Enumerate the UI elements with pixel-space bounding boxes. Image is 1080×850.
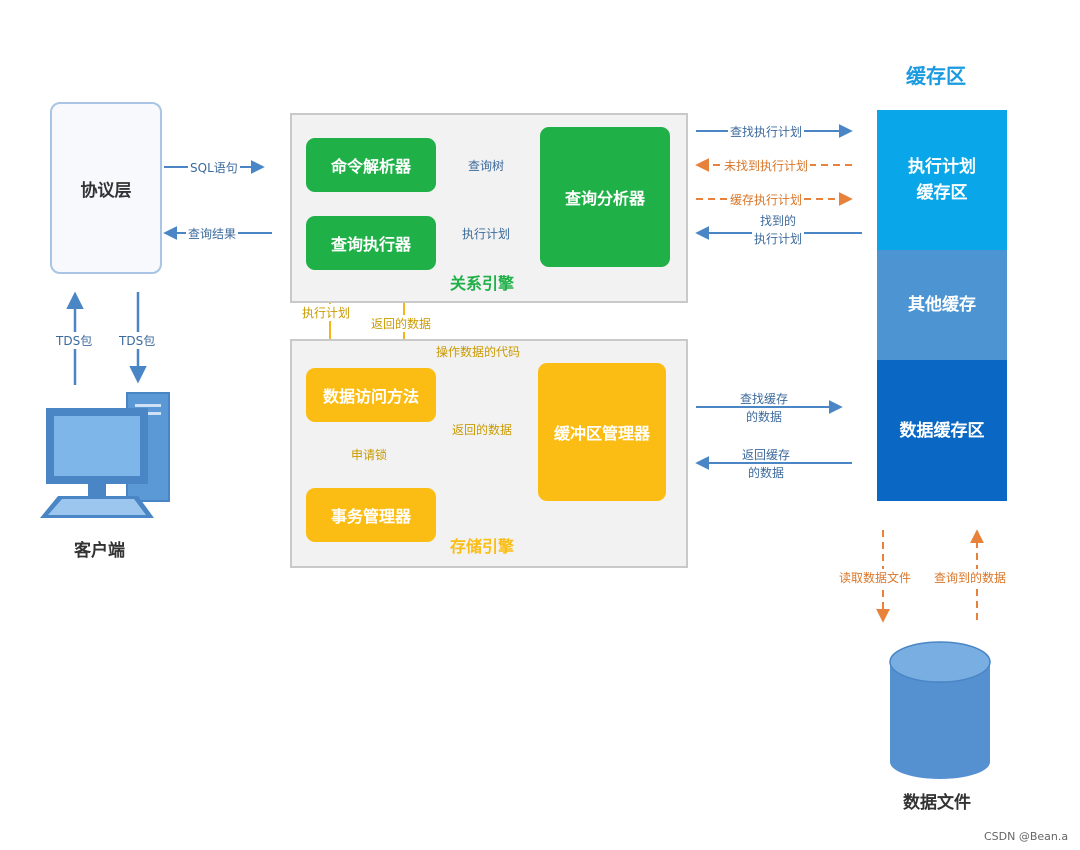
other-cache-label: 其他缓存 (908, 295, 976, 315)
label-queried-data: 查询到的数据 (933, 569, 1008, 586)
client-label: 客户端 (74, 541, 125, 561)
datafile-cylinder-icon (889, 641, 991, 779)
plan-cache-segment: 执行计划 缓存区 (877, 110, 1007, 250)
label-returned-data-left: 返回的数据 (452, 423, 513, 437)
label-exec-plan-down: 执行计划 (300, 304, 353, 321)
query-executor-label: 查询执行器 (330, 235, 411, 254)
cache-area-title: 缓存区 (906, 64, 966, 88)
label-find-plan: 查找执行计划 (728, 123, 805, 140)
buffer-manager-label: 缓冲区管理器 (553, 424, 650, 443)
label-tds-up: TDS包 (56, 332, 93, 349)
command-parser-label: 命令解析器 (330, 157, 411, 176)
label-op-data-code: 操作数据的代码 (436, 345, 521, 359)
transaction-manager-label: 事务管理器 (330, 507, 411, 526)
label-returned-data-up: 返回的数据 (369, 315, 434, 332)
other-cache-segment: 其他缓存 (877, 250, 1007, 360)
data-cache-label: 数据缓存区 (899, 420, 985, 441)
query-analyzer-label: 查询分析器 (564, 189, 645, 208)
label-query-result: 查询结果 (186, 225, 239, 242)
label-exec-plan-left: 执行计划 (460, 225, 513, 242)
label-find-cache-data: 查找缓存 的数据 (740, 392, 789, 424)
label-sql-statement: SQL语句 (188, 159, 240, 176)
query-analyzer-box: 查询分析器 (540, 127, 670, 267)
protocol-layer-label: 协议层 (80, 180, 132, 201)
watermark: CSDN @Bean.a (984, 830, 1069, 843)
label-read-datafile: 读取数据文件 (838, 569, 913, 586)
plan-cache-label: 执行计划 缓存区 (908, 157, 976, 203)
command-parser-box: 命令解析器 (306, 138, 436, 192)
data-access-label: 数据访问方法 (322, 387, 419, 406)
label-plan-not-found: 未找到执行计划 (722, 157, 811, 174)
computer-icon (40, 392, 170, 518)
transaction-manager-box: 事务管理器 (306, 488, 436, 542)
label-query-tree: 查询树 (466, 157, 507, 174)
protocol-layer-box: 协议层 (50, 102, 162, 274)
label-tds-down: TDS包 (119, 332, 156, 349)
data-cache-segment: 数据缓存区 (877, 360, 1007, 501)
storage-engine-label: 存储引擎 (450, 537, 515, 556)
buffer-manager-box: 缓冲区管理器 (538, 363, 666, 501)
label-cache-plan: 缓存执行计划 (728, 191, 805, 208)
relational-engine-label: 关系引擎 (450, 274, 515, 293)
data-access-box: 数据访问方法 (306, 368, 436, 422)
datafile-label: 数据文件 (903, 793, 971, 813)
query-executor-box: 查询执行器 (306, 216, 436, 270)
label-return-cache-data: 返回缓存 的数据 (742, 448, 791, 480)
label-found-plan: 找到的 执行计划 (752, 212, 805, 248)
label-apply-lock: 申请锁 (349, 446, 390, 463)
